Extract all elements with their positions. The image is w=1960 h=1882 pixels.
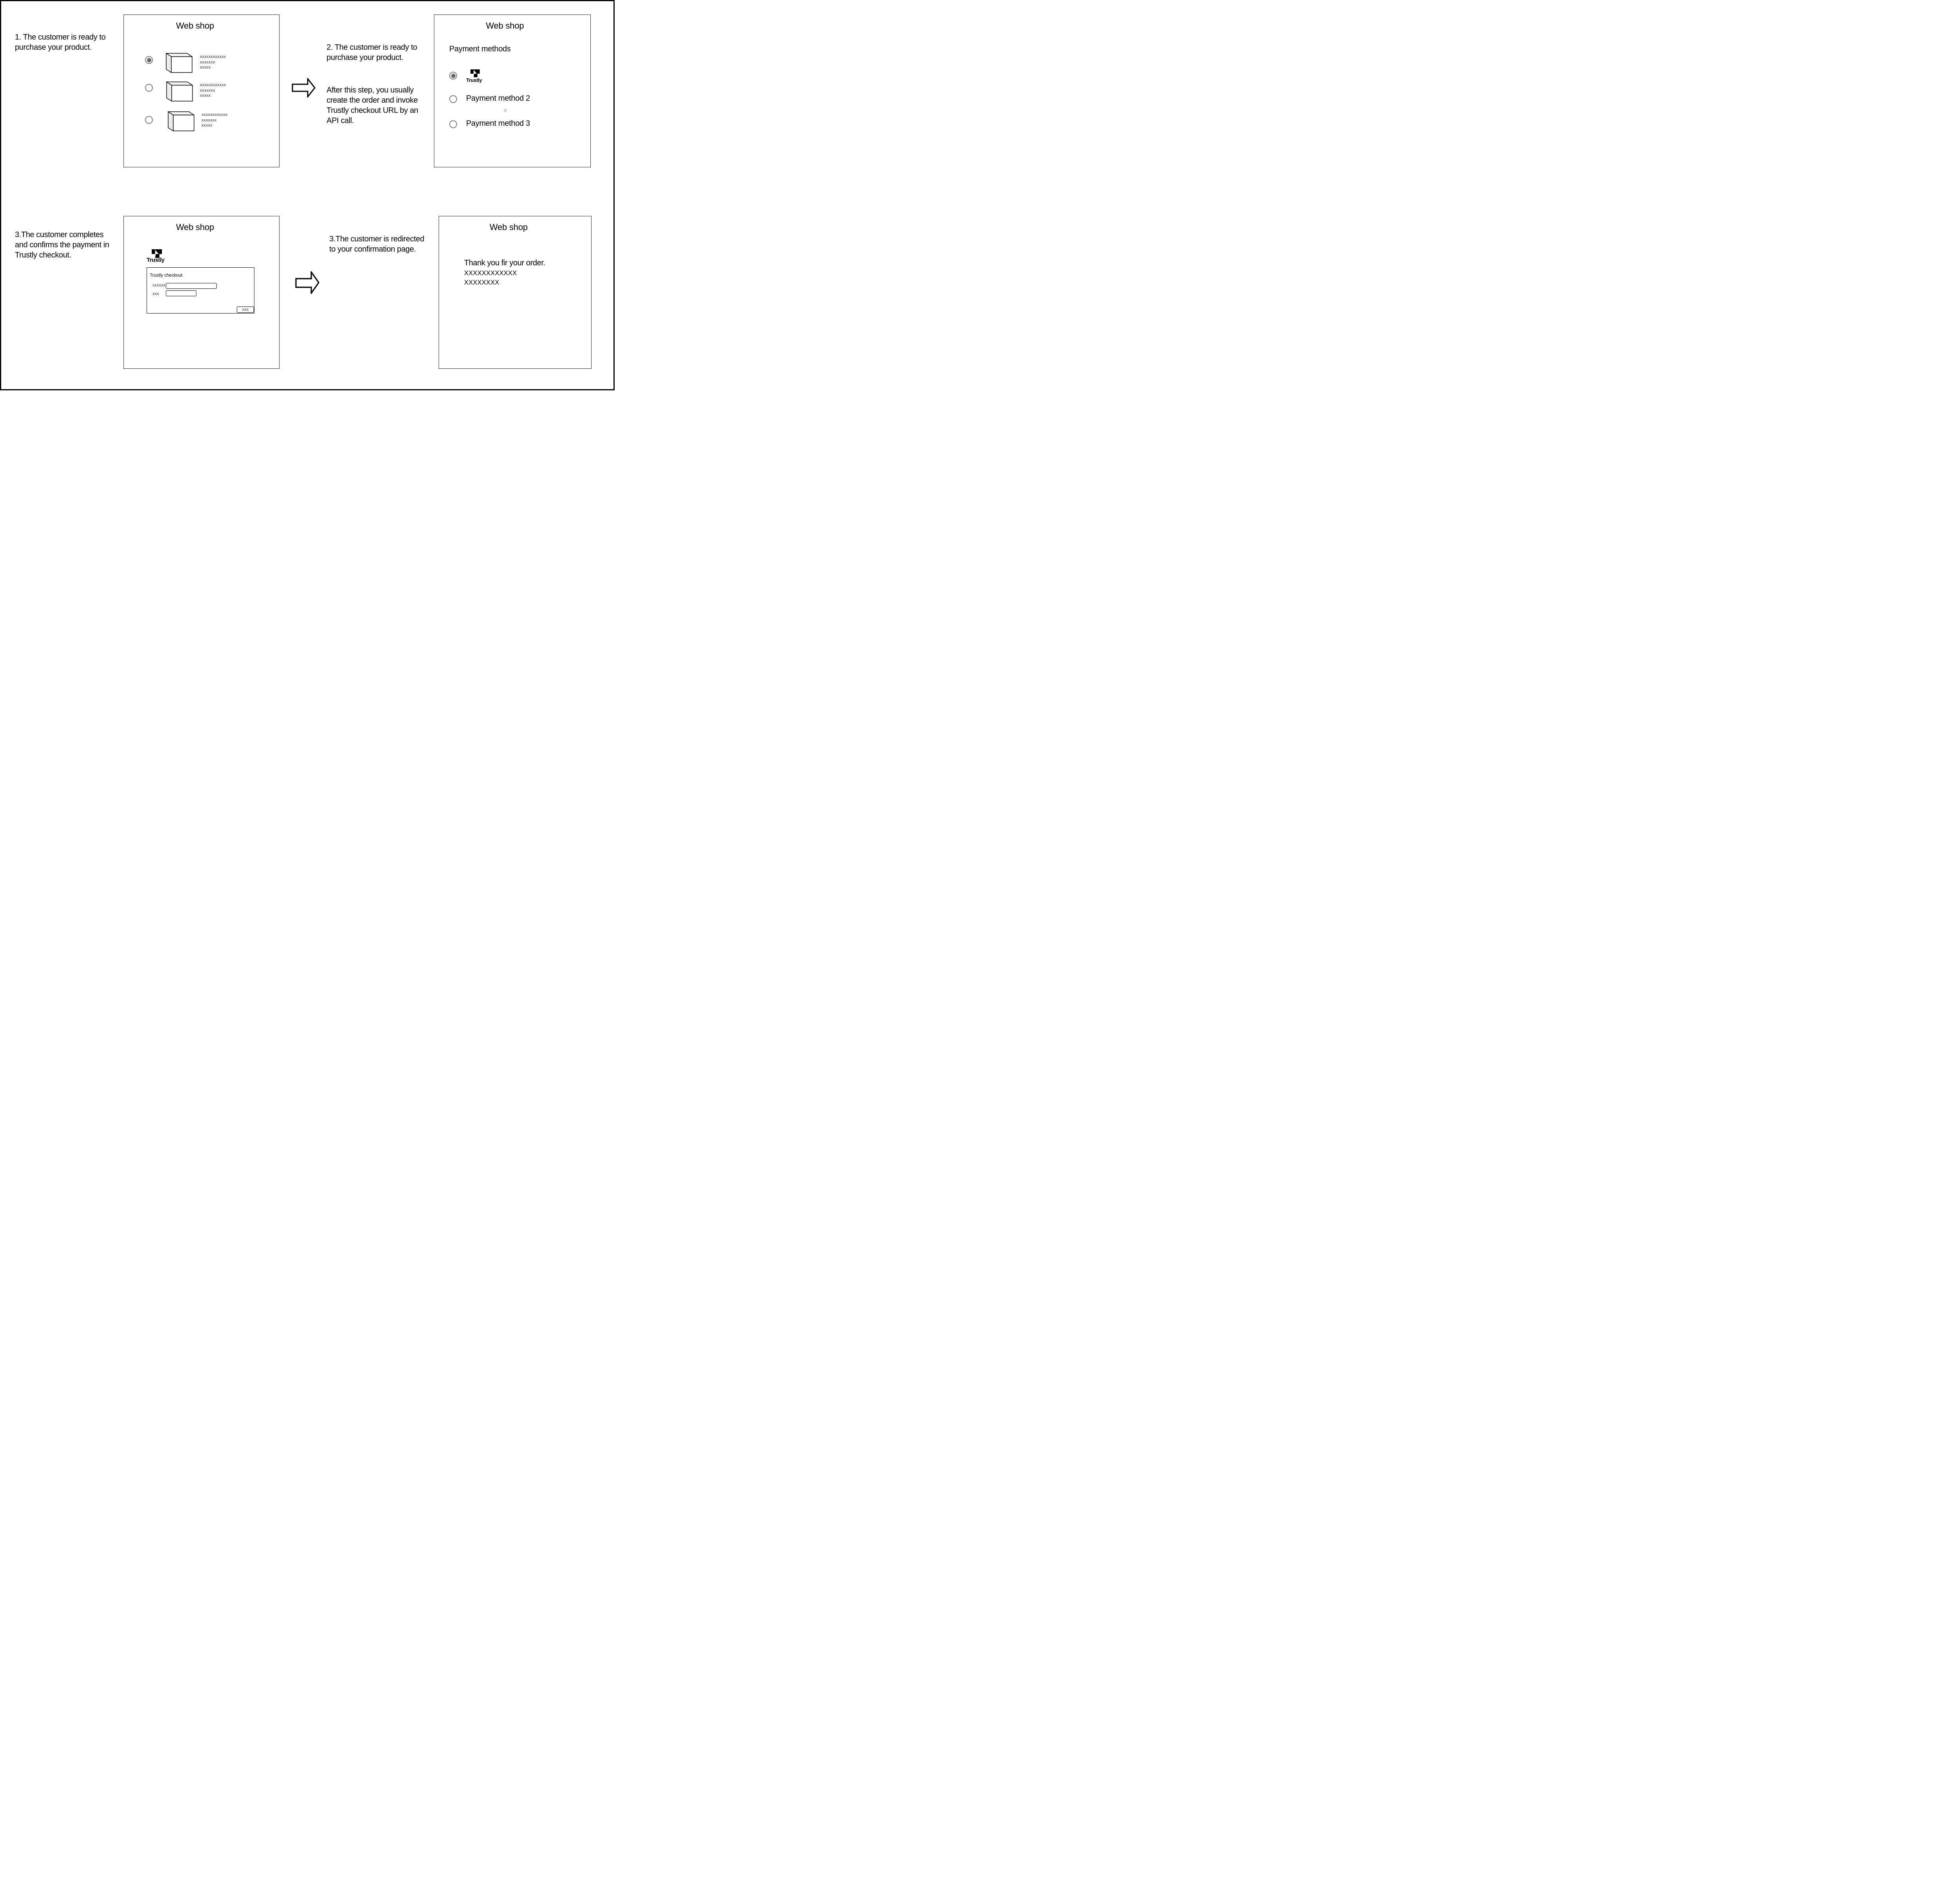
panel-webshop-payment-methods: Web shop Payment methods Trustly Payment… [434, 15, 591, 167]
flow-arrow-icon [292, 78, 316, 98]
page-title: Web shop [486, 21, 524, 31]
product-description: XXXXXXXXXXXX XXXXXXX XXXXX [200, 83, 226, 98]
product-description: XXXXXXXXXXXX XXXXXXX XXXXX [201, 113, 228, 127]
page-title: Web shop [176, 21, 214, 31]
payment-method-label: Payment method 3 [466, 119, 530, 128]
caption-step2: 2. The customer is ready to purchase you… [327, 32, 418, 136]
panel-webshop-confirmation: Web shop Thank you fir your order. XXXXX… [439, 216, 592, 369]
payment-methods-heading: Payment methods [449, 45, 511, 53]
caption-step2-para1: 2. The customer is ready to purchase you… [327, 43, 417, 62]
small-circle-marker [504, 109, 506, 112]
product-radio-1[interactable] [145, 56, 153, 64]
trustly-wordmark: Trustly [147, 257, 165, 263]
page-title: Web shop [176, 222, 214, 232]
checkout-field1-label: XXXXXX [152, 284, 166, 287]
trustly-wordmark: Trustly [466, 77, 482, 83]
payment-method-radio-3[interactable] [449, 120, 457, 128]
caption-step1: 1. The customer is ready to purchase you… [15, 33, 106, 52]
page-title: Web shop [489, 222, 528, 232]
checkout-field2-label: XXX [152, 292, 159, 296]
diagram-canvas: 1. The customer is ready to purchase you… [0, 0, 615, 390]
checkout-title: Trustly checkout [150, 273, 183, 278]
product-box-icon [168, 111, 194, 131]
product-box-icon [166, 53, 192, 73]
payment-method-label: Payment method 2 [466, 94, 530, 103]
caption-step3: 3.The customer completes and confirms th… [15, 230, 109, 259]
checkout-field1-input[interactable] [166, 283, 217, 289]
payment-method-radio-2[interactable] [449, 95, 457, 103]
product-radio-2[interactable] [145, 84, 153, 92]
confirmation-placeholder-line: XXXXXXXXXXXX [464, 270, 517, 277]
panel-webshop-products: Web shop XXXXXXXXXXXX XXXXXXX XXXXX XXXX… [123, 15, 279, 167]
confirmation-placeholder-line: XXXXXXXX [464, 279, 499, 286]
checkout-field2-input[interactable] [166, 290, 196, 296]
caption-step2-para2: After this step, you usually create the … [327, 86, 418, 125]
product-radio-3[interactable] [145, 116, 153, 124]
flow-arrow-icon [295, 271, 319, 294]
product-description: XXXXXXXXXXXX XXXXXXX XXXXX [200, 55, 226, 69]
confirmation-message: Thank you fir your order. [464, 259, 545, 267]
product-box-icon [166, 82, 193, 102]
checkout-submit-button[interactable]: XXX [237, 306, 254, 313]
trustly-logo-icon [152, 249, 162, 258]
trustly-logo-icon [470, 69, 480, 77]
trustly-checkout-modal: Trustly checkout XXXXXX XXX XXX [147, 267, 254, 314]
panel-webshop-checkout: Web shop Trustly Trustly checkout XXXXXX… [123, 216, 279, 369]
caption-step4: 3.The customer is redirected to your con… [329, 235, 425, 254]
payment-method-radio-trustly[interactable] [449, 72, 457, 80]
